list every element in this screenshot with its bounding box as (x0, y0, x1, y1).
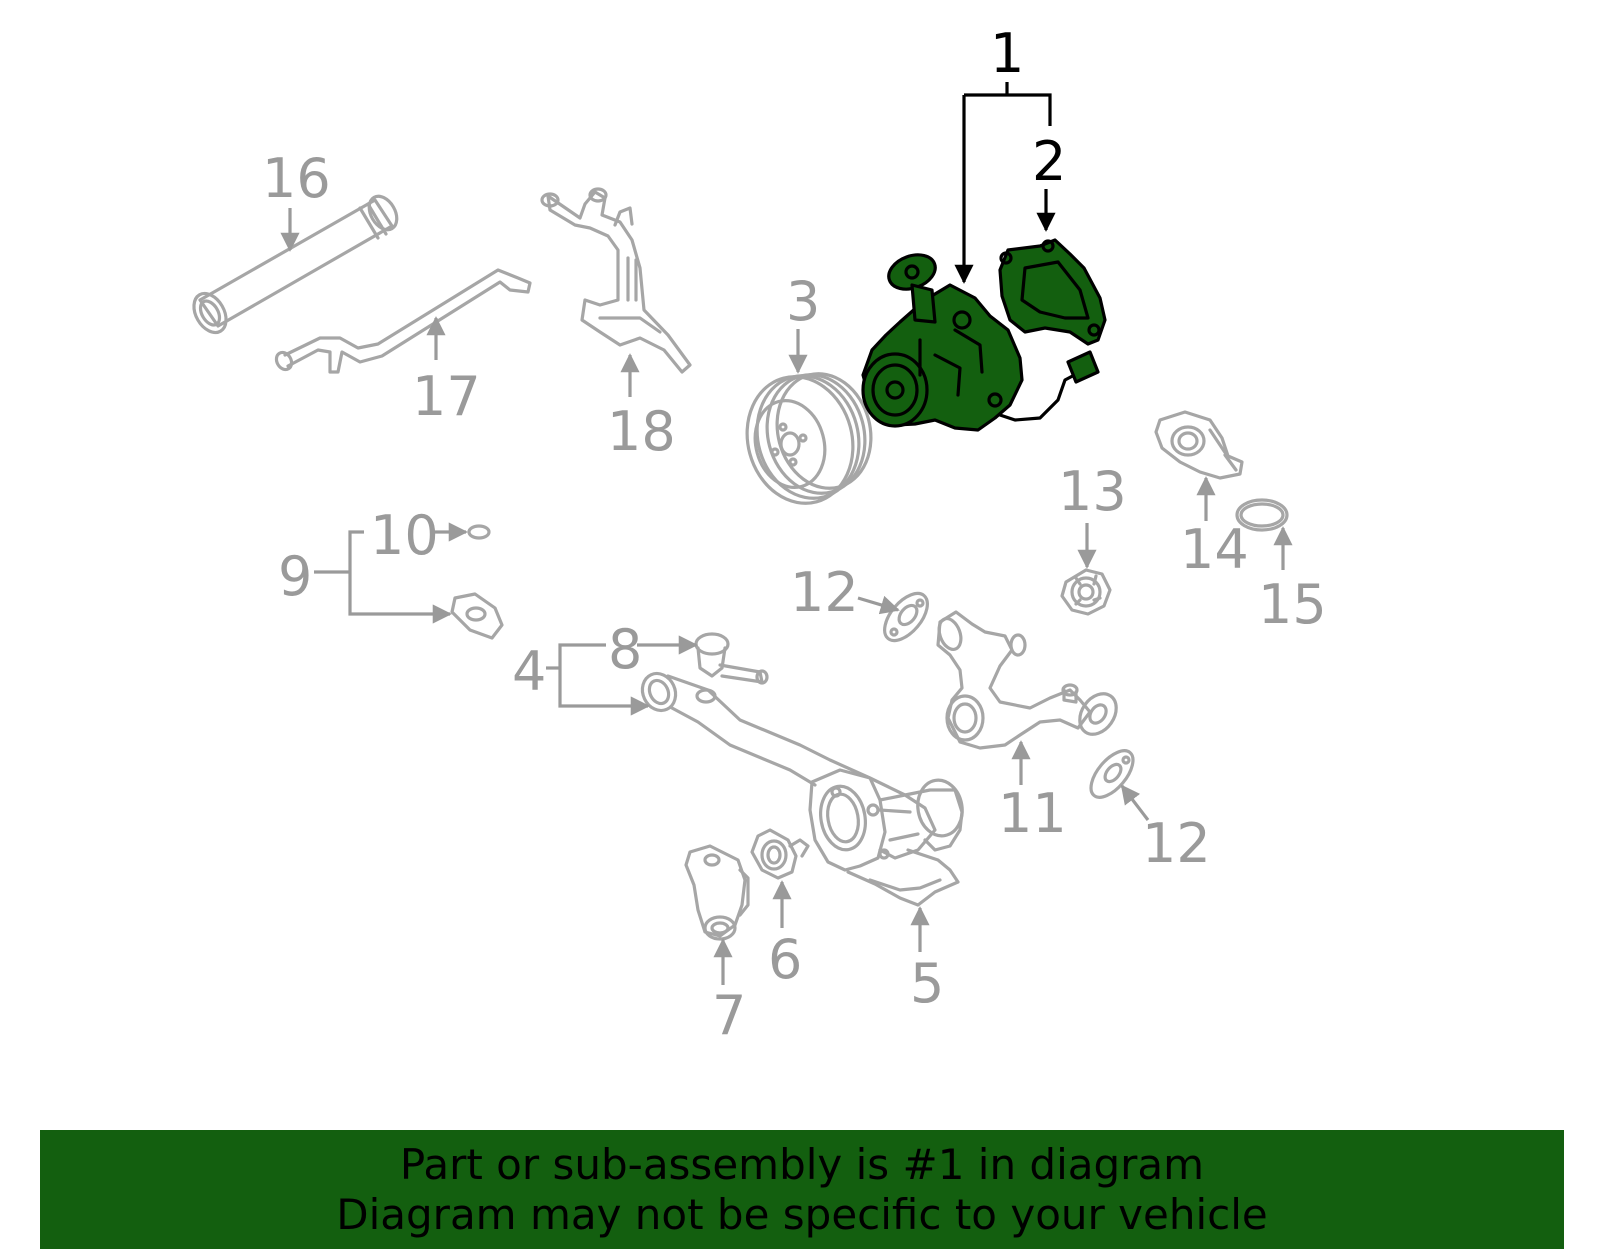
callout-16: 16 (262, 147, 331, 210)
callout-4: 4 (512, 640, 546, 703)
part-9-flange (450, 592, 504, 640)
part-7-outlet-housing (684, 844, 750, 941)
banner-line-2: Diagram may not be specific to your vehi… (336, 1190, 1268, 1239)
callout-11: 11 (998, 782, 1067, 845)
part-18-pipe-bracket (540, 187, 692, 374)
callout-8: 8 (608, 618, 642, 681)
callout-2[interactable]: 2 (1032, 130, 1066, 193)
part-12-gasket-lower (1089, 749, 1135, 799)
callout-5: 5 (910, 952, 944, 1015)
callout-14: 14 (1180, 518, 1249, 581)
part-5-bolts (830, 786, 890, 860)
callout-15: 15 (1258, 573, 1327, 636)
part-1-water-pump-assembly[interactable] (861, 249, 1100, 432)
part-10-plug (467, 524, 491, 540)
callout-10: 10 (370, 504, 439, 567)
callout-6: 6 (768, 928, 802, 991)
callout-labels: 1 2 3 16 17 18 10 9 8 4 12 13 14 15 11 1… (262, 22, 1327, 1047)
callout-3: 3 (786, 270, 820, 333)
callout-9: 9 (278, 545, 312, 608)
part-15-o-ring (1235, 498, 1289, 532)
part-6-thermostat (750, 828, 810, 880)
info-banner: Part or sub-assembly is #1 in diagram Di… (40, 1130, 1564, 1249)
part-14-housing (1154, 410, 1244, 480)
banner-line-1: Part or sub-assembly is #1 in diagram (399, 1140, 1205, 1189)
part-17-bypass-pipe (274, 268, 532, 374)
part-4-water-pipe (640, 671, 964, 907)
part-8-fitting (694, 632, 769, 685)
callout-13: 13 (1058, 460, 1127, 523)
part-3-pulley (745, 372, 873, 505)
part-16-coolant-pipe (192, 194, 399, 335)
part-11-water-outlet (936, 610, 1118, 750)
callout-18: 18 (607, 400, 676, 463)
callout-17: 17 (412, 365, 481, 428)
part-2-gasket[interactable] (998, 238, 1107, 346)
part-12-gasket-upper (883, 591, 929, 643)
callout-1[interactable]: 1 (990, 22, 1024, 85)
callout-12-upper: 12 (790, 561, 859, 624)
leader-lines (280, 82, 1293, 985)
part-13-thermostat (1060, 568, 1112, 616)
callout-7: 7 (712, 984, 746, 1047)
callout-12-lower: 12 (1142, 812, 1211, 875)
